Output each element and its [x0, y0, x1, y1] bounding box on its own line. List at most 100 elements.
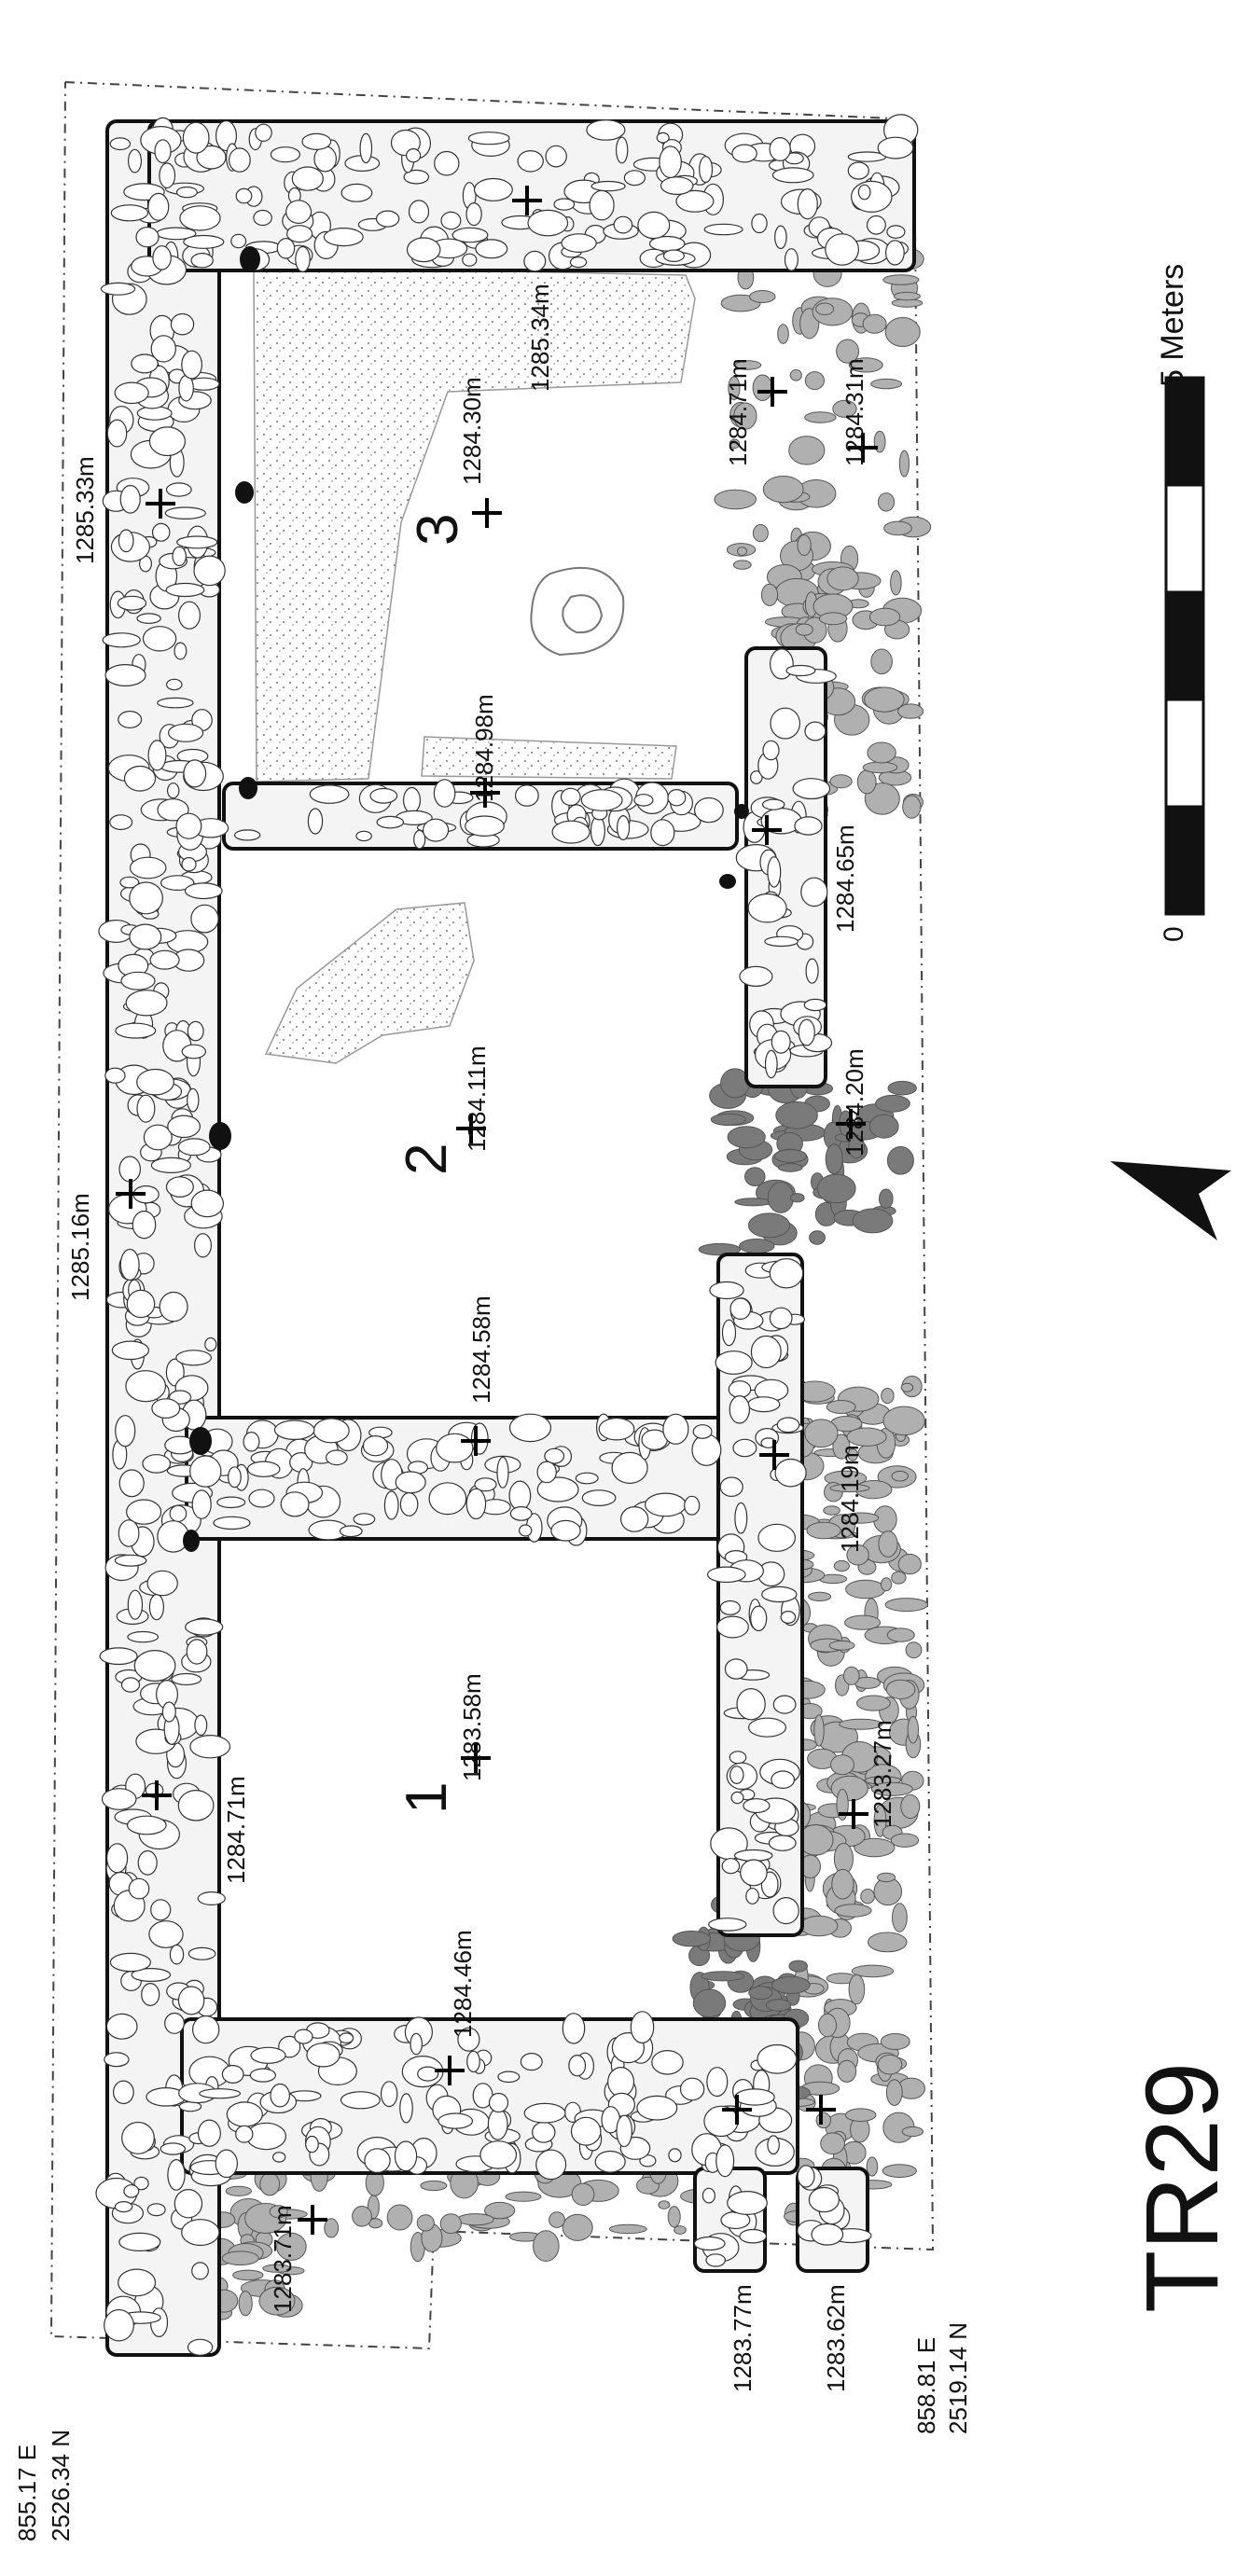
wall-stone — [496, 1456, 509, 1489]
wall-stone — [757, 1523, 797, 1552]
loose-stone — [893, 291, 921, 301]
loose-stone — [902, 795, 922, 819]
wall-stone — [120, 971, 156, 990]
wall-stone — [125, 990, 168, 1017]
wall-stone — [792, 778, 831, 800]
wall-stone — [191, 1489, 212, 1519]
wall-stone — [743, 1798, 771, 1814]
wall-stone — [127, 1630, 160, 1643]
wall-stone — [323, 228, 364, 247]
loose-stone — [804, 1419, 839, 1448]
loose-stone — [836, 339, 860, 364]
wall-stone — [703, 223, 743, 236]
wall-stone — [611, 1451, 648, 1485]
wall-stone — [767, 2135, 780, 2155]
wall-stone — [562, 2013, 586, 2044]
loose-stone — [845, 1579, 886, 1600]
wall-stone — [768, 1835, 797, 1851]
loose-stone — [439, 2213, 462, 2235]
wall-stone — [465, 1488, 487, 1520]
wall-stone — [739, 965, 773, 988]
room-number-2: 2 — [395, 1143, 459, 1175]
wall-stone — [719, 1600, 742, 1615]
wall-stone — [187, 1087, 200, 1113]
wall-stone — [536, 1476, 579, 1503]
loose-stone — [549, 2211, 565, 2228]
wall-stone — [417, 2066, 439, 2082]
loose-stone — [845, 2108, 877, 2122]
wall-stone — [355, 830, 372, 842]
loose-stone — [797, 534, 812, 556]
wall-stone — [364, 2148, 391, 2174]
scale-bar-segment — [1164, 483, 1205, 594]
loose-stone — [729, 438, 741, 450]
wall-stone — [171, 1672, 202, 1686]
wall-stone — [886, 225, 906, 239]
wall-stone — [126, 1499, 162, 1525]
wall-stone — [732, 1438, 757, 1458]
wall-stone — [519, 1524, 533, 1537]
loose-stone — [848, 1134, 866, 1159]
loose-stone — [890, 1833, 920, 1848]
wall-stone — [129, 923, 162, 950]
wall-stone — [535, 2149, 567, 2181]
wall-stone — [586, 118, 626, 141]
elevation-label: 1285.33m — [71, 456, 99, 564]
wall-stone — [751, 213, 768, 234]
wall-stone — [194, 1233, 213, 1258]
elevation-label: 1284.46m — [449, 1930, 477, 2038]
loose-stone — [854, 1837, 896, 1858]
wall-stone — [465, 815, 505, 837]
loose-stone — [882, 274, 920, 285]
wall-stone — [721, 1319, 737, 1347]
wall-stone — [119, 876, 140, 889]
loose-stone — [862, 761, 898, 774]
wall-stone — [769, 137, 791, 162]
wall-stone — [474, 1477, 497, 1492]
wall-stone — [126, 1289, 156, 1319]
wall-stone — [177, 1986, 205, 2015]
wall-stone — [660, 176, 694, 196]
wall-stone — [326, 1449, 348, 1466]
wall-stone — [126, 1815, 167, 1835]
loose-stone — [881, 1388, 895, 1405]
wall-stone — [190, 253, 214, 269]
wall-stone — [623, 170, 646, 187]
wall-stone — [118, 2232, 161, 2251]
loose-stone — [826, 1400, 856, 1414]
wall-stone — [551, 820, 590, 844]
loose-stone — [225, 2185, 253, 2196]
wall-stone — [633, 794, 654, 807]
wall-stone — [699, 156, 714, 184]
wall-stone — [106, 419, 128, 448]
wall-stone — [137, 1849, 158, 1876]
wall-stone — [128, 1877, 150, 1900]
loose-stone — [795, 623, 813, 636]
wall-stone — [797, 2165, 815, 2188]
scale-bar-segment — [1164, 805, 1205, 916]
wall-stone — [147, 740, 167, 771]
scale-bar-segment — [1164, 698, 1205, 809]
scale-bar-label: 5 Meters — [1155, 264, 1190, 387]
loose-stone — [727, 1126, 766, 1149]
wall-stone — [403, 786, 422, 814]
wall-stone — [118, 1469, 145, 1498]
wall-stone — [616, 814, 631, 840]
wall-stone — [170, 312, 195, 336]
wall-stone — [598, 1417, 635, 1441]
elevation-point-marker — [752, 815, 782, 845]
wall-stone — [590, 180, 626, 192]
wall-stone — [111, 1340, 150, 1361]
wall-stone — [668, 2148, 682, 2163]
wall-stone — [408, 200, 430, 224]
loose-stone — [775, 1101, 818, 1129]
wall-stone — [191, 2262, 209, 2280]
loose-stone — [887, 1080, 917, 1096]
loose-stone — [833, 1559, 850, 1572]
wall-stone — [234, 829, 261, 841]
wall-stone — [213, 1516, 251, 1530]
wall-stone — [286, 225, 313, 243]
loose-stone — [760, 583, 779, 607]
wall-stone — [175, 1350, 213, 1366]
wall-stone — [227, 1466, 242, 1489]
